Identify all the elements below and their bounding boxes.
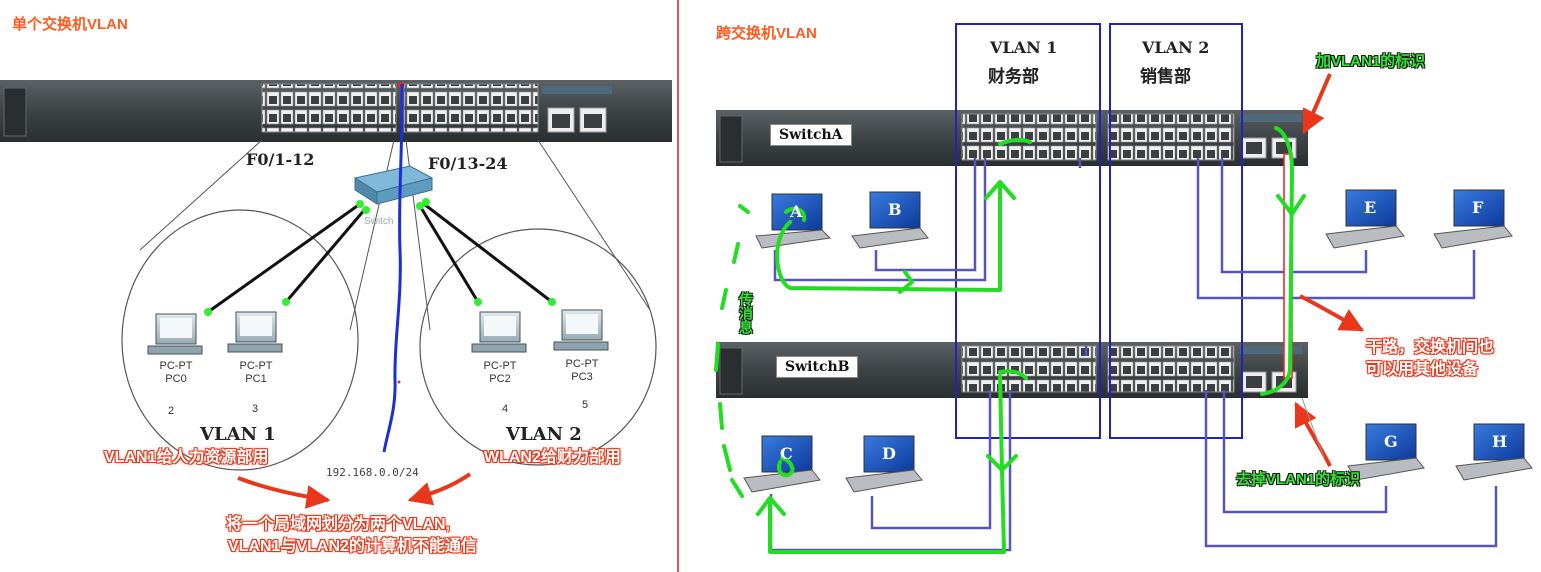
laptop-icon-g [1347,423,1425,481]
pc-label: PC-PT PC3 [556,358,608,384]
left-switch-device [0,80,672,142]
message-path-annotation [714,126,1306,554]
left-panel-title: 单个交换机VLAN [12,16,128,33]
pc-number: 3 [252,403,259,415]
note-vlan1: VLAN1给人力资源部用 [104,449,269,466]
note-bottom-line1: 将一个局域网划分为两个VLAN, [226,516,451,533]
pc-number: 5 [582,399,589,411]
pc-number: 4 [502,403,509,415]
arrow-add-tag [1302,73,1332,135]
laptop-letter-e: E [1364,198,1377,217]
zoom-line [537,139,651,311]
center-switch-label: Switch [364,216,394,227]
vlan1-box-title: VLAN 1 [990,38,1058,57]
vlan2-box-dept: 销售部 [1140,67,1191,87]
pc-icon [471,311,527,353]
pc-type: PC-PT [565,358,599,370]
pc-number: 2 [168,405,175,417]
vlan2-box-title: VLAN 2 [1142,38,1210,57]
note-add-vlan1-tag: 加VLAN1的标识 [1316,53,1426,70]
note-trunk-line2: 可以用其他设备 [1366,361,1479,378]
laptop-icon-d [845,435,923,493]
vlan1-box [955,23,1101,439]
laptop-letter-h: H [1492,432,1508,451]
laptop-icon-c [743,435,821,493]
laptop-letter-b: B [888,200,902,219]
vlan1-label: VLAN 1 [200,424,276,445]
pc-name: PC0 [165,373,187,385]
vlan2-box [1109,23,1243,439]
laptop-icon-e [1325,189,1405,249]
laptop-icon-h [1455,423,1533,481]
arrow-vlan1-to-note [237,476,331,509]
vlan1-circle [121,209,359,471]
laptop-letter-g: G [1384,432,1398,451]
vlan2-circle [419,228,657,466]
laptop-letter-a: A [790,202,803,221]
switch-b-label: SwitchB [776,356,859,378]
laptop-letter-c: C [780,444,793,463]
pc-name: PC2 [489,373,511,385]
laptop-letter-f: F [1472,198,1484,217]
pc-icon [147,313,203,355]
arrow-vlan2-to-note [407,472,472,506]
note-transfer-message: 传消息 [738,292,754,334]
vlan2-label: VLAN 2 [506,424,582,445]
pc-cables [207,202,553,314]
pc-label: PC-PT PC0 [150,360,202,386]
note-bottom-line2: VLAN1与VLAN2的计算机不能通信 [228,538,477,555]
pc-icon [227,311,283,353]
subnet-label: 192.168.0.0/24 [326,466,419,479]
note-trunk-line1: 干路，交换机间也 [1366,339,1495,356]
laptop-icon-a [755,193,832,249]
pc-label: PC-PT PC2 [474,360,526,386]
laptop-icon-f [1433,189,1513,249]
pc-name: PC1 [245,373,267,385]
port-group-right-label: F0/13-24 [428,154,508,173]
vlan1-box-dept: 财务部 [988,67,1039,87]
switch-a-label: SwitchA [770,124,852,146]
pc-name: PC3 [571,371,593,383]
laptop-icon-b [851,191,929,249]
note-vlan2: WLAN2给财力部用 [484,449,621,466]
laptop-letter-d: D [882,444,896,463]
center-switch [353,165,434,205]
pc-type: PC-PT [483,360,517,372]
pc-icon [553,309,609,351]
arrow-trunk [1299,294,1365,332]
right-panel-title: 跨交换机VLAN [716,25,817,42]
arrow-shadow [1301,397,1325,459]
pc-type: PC-PT [159,360,193,372]
zoom-line [349,139,395,331]
switch-a-device [716,110,1308,166]
note-remove-vlan1-tag: 去掉VLAN1的标识 [1236,471,1361,488]
zoom-line [139,139,263,251]
link-lights [204,198,556,316]
divider-pen-line [382,83,404,453]
pc-type: PC-PT [239,360,273,372]
arrow-remove-tag [1294,401,1332,467]
port-group-left-label: F0/1-12 [246,150,315,169]
pc-label: PC-PT PC1 [230,360,282,386]
